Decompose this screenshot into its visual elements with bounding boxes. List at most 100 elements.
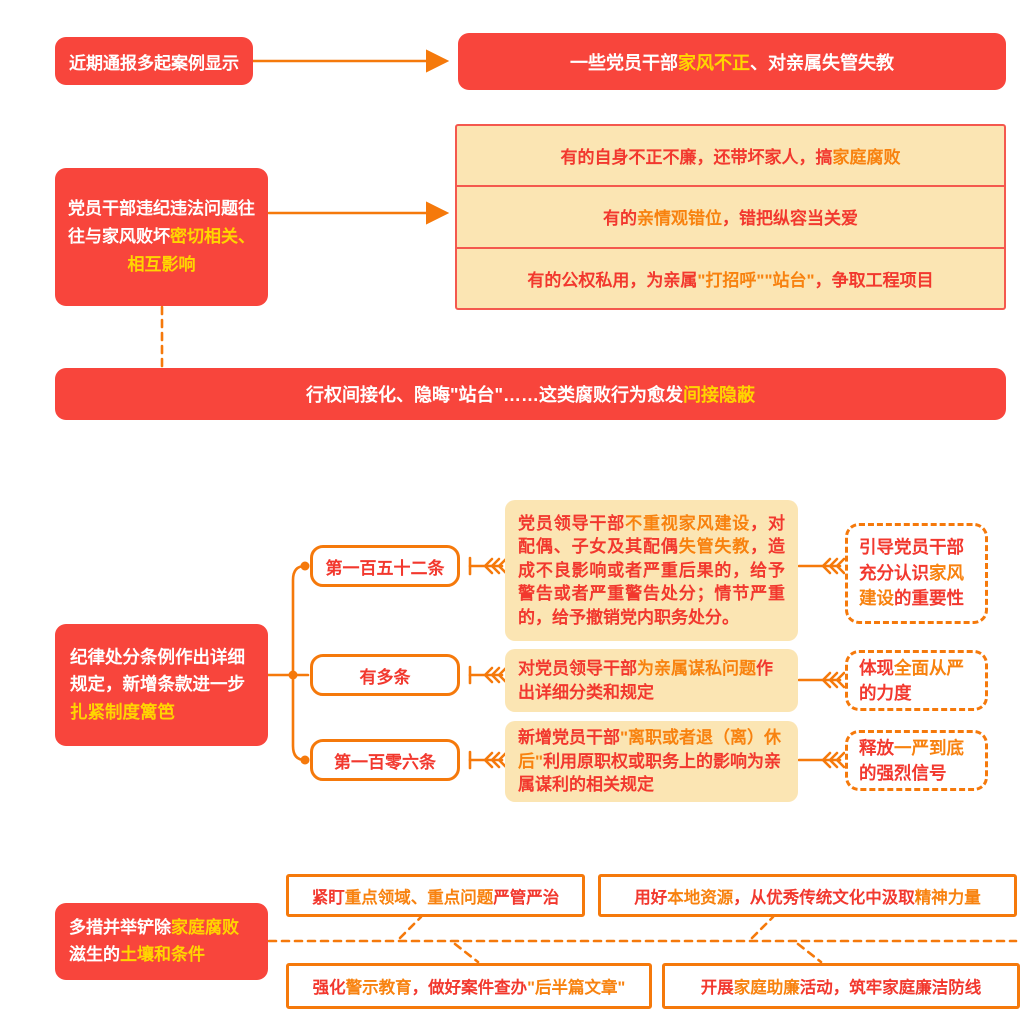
regulation-summary-box: 纪律处分条例作出详细规定，新增条款进一步扎紧制度篱笆 bbox=[55, 624, 268, 746]
measures-box: 多措并举铲除家庭腐败滋生的土壤和条件 bbox=[55, 903, 268, 980]
chevron-connector-4 bbox=[797, 557, 846, 575]
rich-text: 有的亲情观错位，错把纵容当关爱 bbox=[603, 204, 858, 229]
rich-text: 新增党员干部"离职或者退（离）休后"利用原职权或职务上的影响为亲属谋利的相关规定 bbox=[518, 726, 785, 797]
measure-warning-education-box: 强化警示教育，做好案件查办"后半篇文章" bbox=[286, 963, 652, 1009]
note-family-style-importance: 引导党员干部充分认识家风建设的重要性 bbox=[845, 523, 988, 624]
text-segment: ，造成不良影响或者严重后果的，给予警告或者严重警告处分；情节严重的，给予撤销党内… bbox=[518, 537, 786, 627]
article-152-label: 第一百五十二条 bbox=[310, 545, 460, 587]
text-segment: 有的公权私用，为亲属 bbox=[527, 270, 698, 290]
text-segment: ，从优秀传统文化中汲取 bbox=[733, 888, 915, 907]
text-segment: 利用原职权或职务上的影响为亲属谋利的相关规定 bbox=[518, 751, 782, 795]
text-segment: 严管严治 bbox=[493, 888, 560, 907]
text-segment: 有的自身不正不廉，还带坏家人，搞 bbox=[560, 148, 833, 168]
text-segment: 用好 bbox=[634, 888, 668, 907]
article-152-detail: 党员领导干部不重视家风建设，对配偶、子女及其配偶失管失教，造成不良影响或者严重后… bbox=[505, 500, 798, 641]
text-segment: 一严到底 bbox=[894, 738, 964, 758]
rich-text: 一些党员干部家风不正、对亲属失管失教 bbox=[570, 49, 894, 75]
chevron-connector-2 bbox=[468, 665, 508, 685]
text-segment: 扎紧制度篱笆 bbox=[70, 701, 175, 722]
rich-text: 近期通报多起案例显示 bbox=[69, 49, 239, 74]
note-strong-signal: 释放一严到底的强烈信号 bbox=[845, 730, 988, 791]
rich-text: 第一百五十二条 bbox=[326, 554, 445, 579]
measure-family-integrity-box: 开展家庭助廉活动，筑牢家庭廉洁防线 bbox=[662, 963, 1020, 1009]
text-segment: "打招呼""站台" bbox=[697, 270, 815, 290]
text-segment: ，争取工程项目 bbox=[814, 270, 934, 290]
text-segment: 引导党员干部充分认识 bbox=[859, 537, 964, 583]
rich-text: 有多条 bbox=[360, 663, 411, 688]
text-segment: 间接隐蔽 bbox=[683, 385, 756, 405]
text-segment: 的重要性 bbox=[894, 588, 964, 609]
text-segment: 滋生的 bbox=[69, 944, 120, 964]
text-segment: 有的 bbox=[603, 209, 637, 229]
rich-text: 党员干部违纪违法问题往往与家风败坏密切相关、相互影响 bbox=[67, 195, 256, 279]
example-row-2: 有的亲情观错位，错把纵容当关爱 bbox=[457, 185, 1004, 246]
text-segment: 第一百零六条 bbox=[334, 752, 436, 772]
text-segment: 家庭助廉 bbox=[733, 979, 800, 997]
text-segment: 纪律处分条例作出详细规定，新增条款进一步 bbox=[70, 647, 245, 695]
rich-text: 第一百零六条 bbox=[334, 748, 436, 773]
rich-text: 引导党员干部充分认识家风建设的重要性 bbox=[859, 535, 974, 611]
text-segment: 强化 bbox=[312, 979, 346, 997]
measure-local-resources-box: 用好本地资源，从优秀传统文化中汲取精神力量 bbox=[598, 874, 1017, 917]
text-segment: 对党员领导干部 bbox=[518, 658, 637, 678]
text-segment: 家庭腐败 bbox=[171, 918, 239, 938]
multiple-articles-detail: 对党员领导干部为亲属谋私问题作出详细分类和规定 bbox=[505, 649, 798, 712]
text-segment: 家风建设 bbox=[859, 562, 964, 609]
text-segment: 的强烈信号 bbox=[859, 762, 947, 783]
text-segment: 近期通报多起案例显示 bbox=[69, 53, 239, 73]
article-106-detail: 新增党员干部"离职或者退（离）休后"利用原职权或职务上的影响为亲属谋利的相关规定 bbox=[505, 721, 798, 802]
example-row-3: 有的公权私用，为亲属"打招呼""站台"，争取工程项目 bbox=[457, 246, 1004, 308]
hidden-corruption-banner: 行权间接化、隐晦"站台"……这类腐败行为愈发间接隐蔽 bbox=[55, 368, 1006, 420]
multiple-articles-label: 有多条 bbox=[310, 654, 460, 696]
text-segment: 重点领域、重点问题 bbox=[344, 888, 494, 907]
text-segment: "后半篇文章" bbox=[527, 979, 626, 997]
text-segment: 体现 bbox=[859, 658, 894, 678]
text-segment: ，做好案件查办 bbox=[411, 979, 528, 997]
chevron-connector-5 bbox=[797, 671, 846, 689]
rich-text: 行权间接化、隐晦"站台"……这类腐败行为愈发间接隐蔽 bbox=[306, 381, 755, 407]
text-segment: 新增党员干部 bbox=[518, 727, 620, 747]
rich-text: 纪律处分条例作出详细规定，新增条款进一步扎紧制度篱笆 bbox=[70, 644, 253, 725]
text-segment: 警示教育 bbox=[345, 979, 412, 997]
text-segment: 第一百五十二条 bbox=[325, 558, 445, 578]
rich-text: 释放一严到底的强烈信号 bbox=[859, 736, 974, 785]
rich-text: 强化警示教育，做好案件查办"后半篇文章" bbox=[313, 974, 626, 998]
text-segment: 多措并举铲除 bbox=[69, 918, 171, 938]
rich-text: 紧盯重点领域、重点问题严管严治 bbox=[312, 884, 560, 908]
text-segment: 有多条 bbox=[359, 667, 411, 687]
text-segment: 家风不正 bbox=[678, 52, 750, 73]
text-segment: 、对亲属失管失教 bbox=[750, 52, 894, 73]
text-segment: ，错把纵容当关爱 bbox=[722, 209, 858, 229]
text-segment: 全面从严 bbox=[894, 658, 964, 678]
rich-text: 有的自身不正不廉，还带坏家人，搞家庭腐败 bbox=[561, 143, 901, 168]
text-segment: 开展 bbox=[700, 979, 734, 997]
example-row-1: 有的自身不正不廉，还带坏家人，搞家庭腐败 bbox=[457, 126, 1004, 185]
text-segment: 精神力量 bbox=[914, 888, 981, 907]
text-segment: 不重视家风建设 bbox=[625, 513, 751, 533]
text-segment: 土壤和条件 bbox=[120, 944, 205, 964]
discipline-violation-box: 党员干部违纪违法问题往往与家风败坏密切相关、相互影响 bbox=[55, 168, 268, 306]
rich-text: 有的公权私用，为亲属"打招呼""站台"，争取工程项目 bbox=[527, 266, 933, 291]
text-segment: 密切相关、相互影响 bbox=[127, 226, 256, 275]
text-segment: 活动，筑牢家庭廉洁防线 bbox=[799, 979, 982, 997]
case-reports-box: 近期通报多起案例显示 bbox=[55, 37, 253, 85]
text-segment: 亲情观错位 bbox=[637, 209, 722, 229]
measure-key-areas-box: 紧盯重点领域、重点问题严管严治 bbox=[286, 874, 585, 917]
text-segment: 行权间接化、隐晦"站台"……这类腐败行为愈发 bbox=[305, 385, 684, 405]
text-segment: 作出详细分类和规定 bbox=[518, 658, 773, 702]
article-106-label: 第一百零六条 bbox=[310, 739, 460, 781]
chevron-connector-1 bbox=[468, 556, 508, 576]
rich-text: 对党员领导干部为亲属谋私问题作出详细分类和规定 bbox=[518, 657, 785, 705]
chevron-connector-3 bbox=[468, 750, 508, 770]
text-segment: 党员干部违纪违法问题往往与家风败坏 bbox=[68, 198, 255, 246]
text-segment: ，对配偶、子女及其配偶 bbox=[518, 513, 786, 557]
rich-text: 体现全面从严的力度 bbox=[859, 656, 974, 705]
text-segment: 党员领导干部 bbox=[518, 513, 626, 533]
text-segment: 失管失教 bbox=[678, 537, 751, 557]
text-segment: 释放 bbox=[859, 738, 894, 758]
chevron-connector-6 bbox=[797, 751, 846, 769]
rich-text: 党员领导干部不重视家风建设，对配偶、子女及其配偶失管失教，造成不良影响或者严重后… bbox=[518, 512, 785, 629]
text-segment: 紧盯 bbox=[311, 888, 345, 907]
